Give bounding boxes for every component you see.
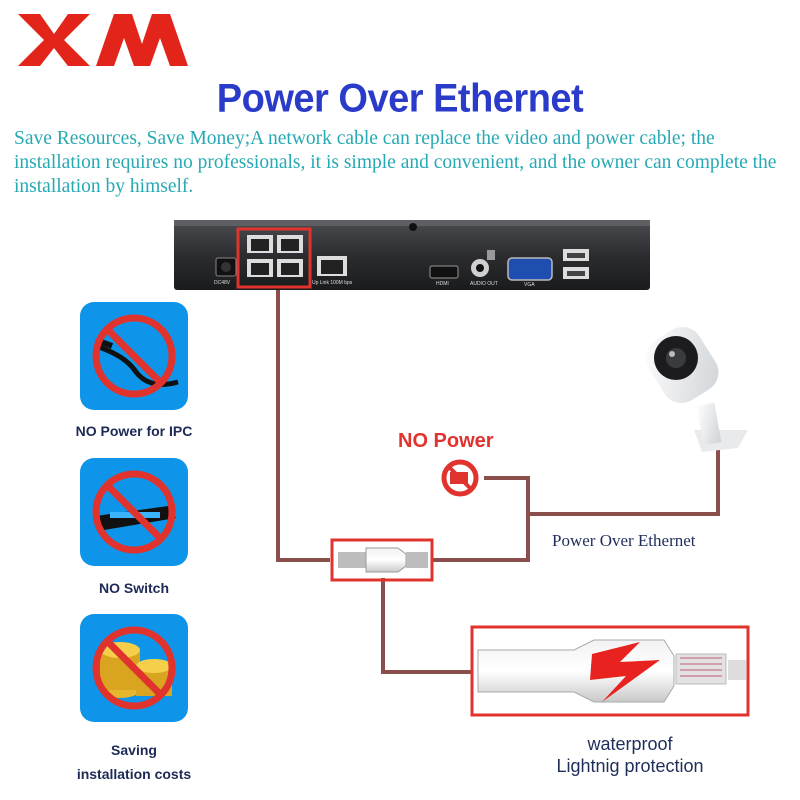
- page-title: Power Over Ethernet: [216, 76, 584, 122]
- ip-camera-icon: [645, 319, 748, 452]
- no-power-icon: [441, 459, 479, 497]
- no-power-label: NO Power: [398, 430, 494, 452]
- waterproof-line2: Lightnig protection: [556, 756, 704, 776]
- power-cable-prohibited-icon: [80, 302, 188, 410]
- poe-ports-icon: [247, 235, 303, 277]
- feature-label-saving: Saving installation costs: [34, 738, 234, 786]
- nvr-label-vga: VGA: [524, 282, 535, 288]
- feature-label-saving-line1: Saving: [111, 742, 157, 758]
- nvr-label-hdmi: HDMI: [436, 281, 449, 287]
- page-subtitle: Save Resources, Save Money;A network cab…: [14, 128, 777, 197]
- ethernet-cable: [276, 290, 720, 674]
- coins-prohibited-icon: [80, 614, 188, 722]
- brand-logo: [18, 14, 188, 66]
- poe-label: Power Over Ethernet: [552, 531, 696, 550]
- waterproof-plug: [470, 625, 750, 717]
- feature-label-no-switch: NO Switch: [98, 580, 169, 596]
- feature-label-no-power: NO Power for IPC: [75, 423, 193, 439]
- nvr-label-lan: Up Link 100M bps: [312, 280, 353, 286]
- feature-label-saving-line2: installation costs: [76, 766, 192, 782]
- lightning-icon: [590, 642, 660, 702]
- poe-connector: [330, 538, 434, 582]
- nvr-label-dc: DC48V: [214, 280, 231, 286]
- nvr-label-audio: AUDIO OUT: [470, 281, 498, 287]
- nvr-device: [174, 220, 650, 290]
- waterproof-label: waterproof Lightnig protection: [500, 733, 760, 777]
- waterproof-line1: waterproof: [587, 734, 673, 754]
- switch-prohibited-icon: [80, 458, 188, 566]
